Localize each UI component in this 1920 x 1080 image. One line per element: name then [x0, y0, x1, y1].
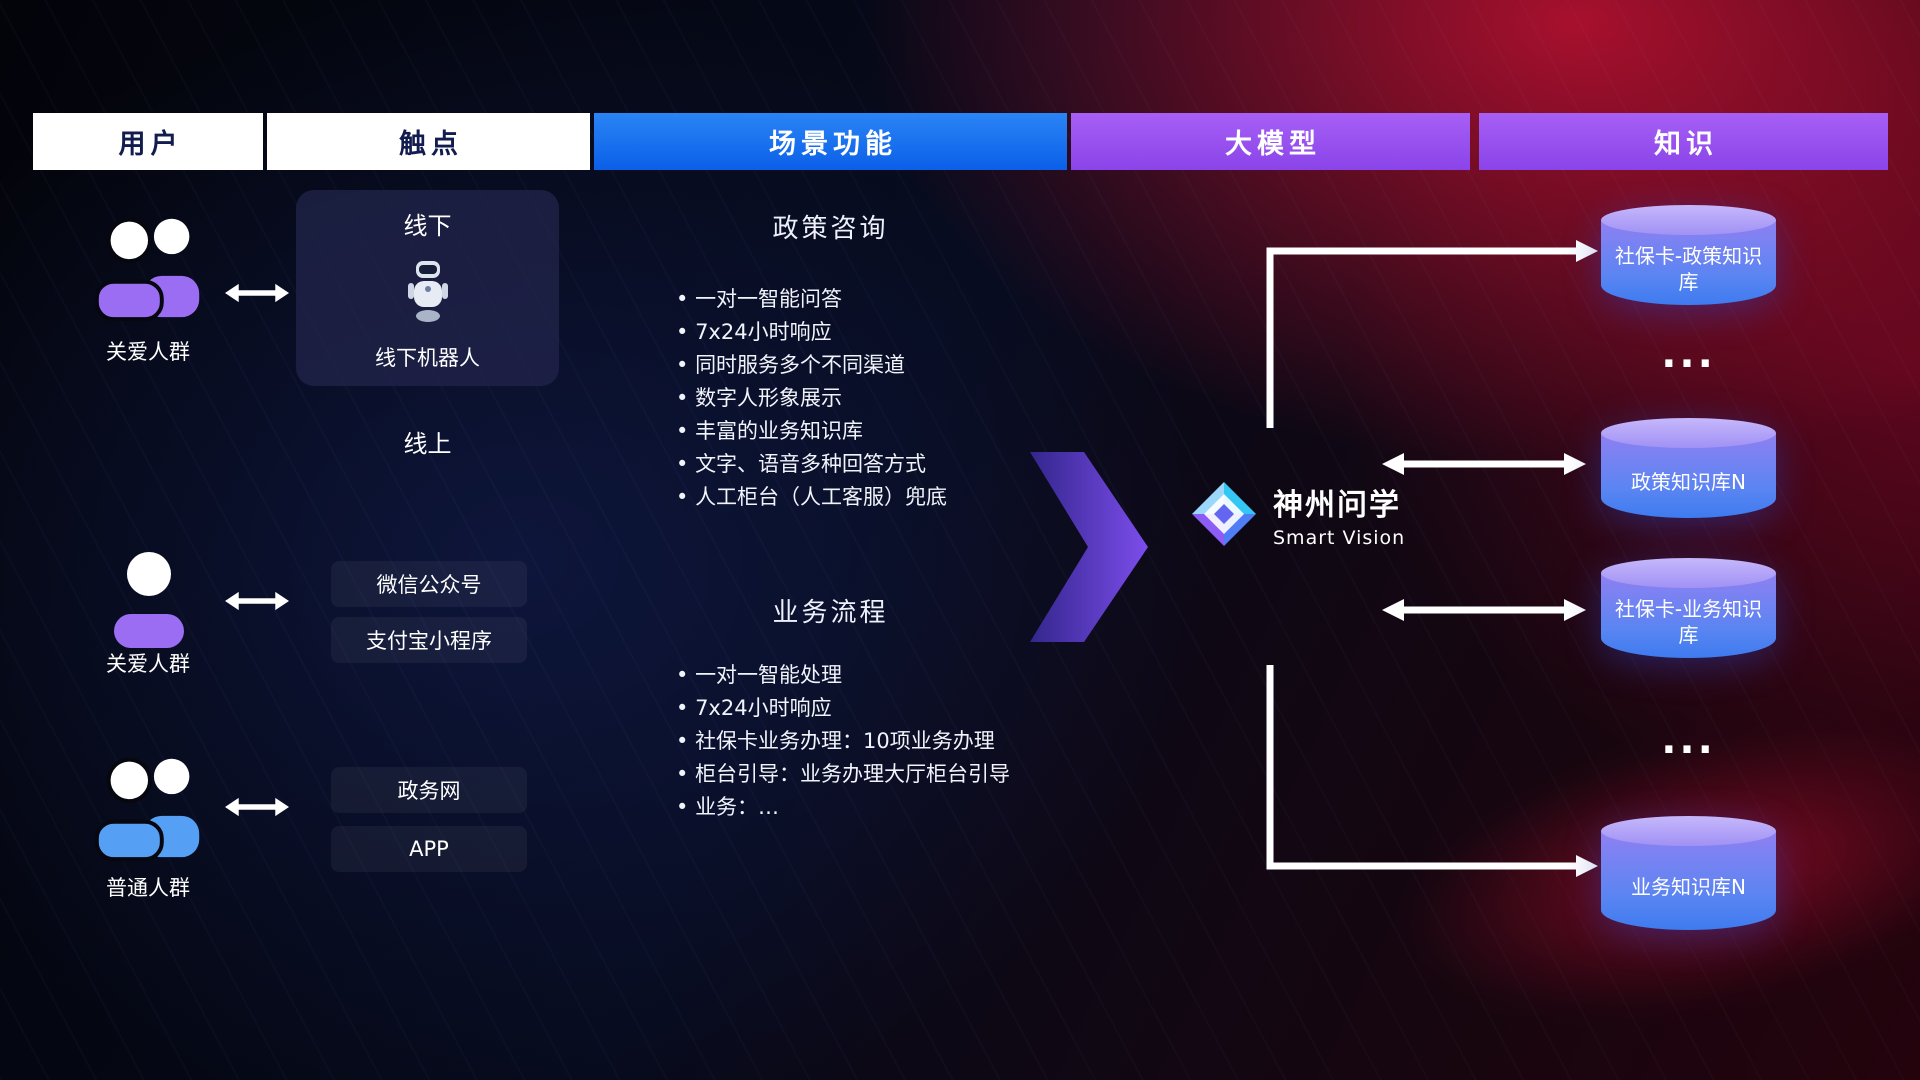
single-person-purple-icon [114, 552, 184, 648]
offline-title: 线下 [403, 212, 452, 240]
brand-text: 神州问学 Smart Vision [1273, 480, 1405, 549]
bullet-item: 同时服务多个不同渠道 [676, 354, 1106, 376]
knowledge-label: 政策知识库N [1631, 469, 1746, 494]
cylinder-body: 社保卡-政策知识库 [1601, 220, 1776, 305]
brand-subtitle: Smart Vision [1273, 526, 1406, 549]
cylinder-body: 社保卡-业务知识库 [1601, 573, 1776, 658]
header-label: 用户 [118, 129, 183, 160]
ellipsis-dots: ... [1661, 717, 1716, 763]
header-cell-large-model: 大模型 [1071, 113, 1470, 170]
bullet-item: 柜台引导：业务办理大厅柜台引导 [676, 763, 1106, 785]
bullet-item: 丰富的业务知识库 [676, 420, 1106, 442]
user-group-label: 关爱人群 [106, 340, 190, 364]
bullet-item: 7x24小时响应 [676, 321, 1106, 343]
group-people-purple-icon [94, 217, 200, 322]
flow-arrow-icon [1030, 452, 1148, 642]
header-label: 触点 [399, 129, 463, 160]
scenario-business-list: 一对一智能处理 7x24小时响应 社保卡业务办理：10项业务办理 柜台引导：业务… [676, 664, 1106, 829]
header-label: 大模型 [1225, 129, 1321, 160]
bullet-item: 文字、语音多种回答方式 [676, 453, 1106, 475]
header-label: 场景功能 [769, 129, 897, 160]
bullet-item: 业务：… [676, 796, 1106, 818]
brand-name: 神州问学 [1273, 487, 1401, 523]
header-cell-scenario-functions: 场景功能 [594, 113, 1067, 170]
group-people-blue-icon [94, 757, 200, 862]
online-item-gov-web: 政务网 [331, 767, 527, 813]
bidirectional-arrow-icon [225, 591, 289, 611]
brand-logo: 神州问学 Smart Vision [1188, 478, 1405, 550]
user-group-label: 关爱人群 [106, 652, 190, 676]
online-item-app: APP [331, 826, 527, 872]
bullet-item: 一对一智能处理 [676, 664, 1106, 686]
bullet-item: 人工柜台（人工客服）兜底 [676, 486, 1106, 508]
bidirectional-arrow-icon [225, 283, 289, 303]
knowledge-cylinder-policy-n: 政策知识库N [1601, 418, 1776, 518]
cylinder-top [1601, 418, 1776, 448]
user-group-label: 普通人群 [106, 876, 190, 900]
scenario-business-title: 业务流程 [772, 598, 889, 628]
header-cell-users: 用户 [33, 113, 263, 170]
cylinder-top [1601, 558, 1776, 588]
cylinder-body: 业务知识库N [1601, 831, 1776, 930]
online-item-wechat: 微信公众号 [331, 561, 527, 607]
bullet-item: 社保卡业务办理：10项业务办理 [676, 730, 1106, 752]
online-title: 线上 [403, 430, 452, 458]
knowledge-cylinder-business-ssc: 社保卡-业务知识库 [1601, 558, 1776, 658]
knowledge-label: 社保卡-业务知识库 [1614, 596, 1763, 647]
cylinder-top [1601, 205, 1776, 235]
offline-touchpoint-card: 线下 线下机器人 [296, 190, 559, 386]
bidirectional-arrow-icon [225, 797, 289, 817]
header-cell-knowledge: 知识 [1479, 113, 1888, 170]
cylinder-top [1601, 816, 1776, 846]
bullet-item: 一对一智能问答 [676, 288, 1106, 310]
bullet-item: 数字人形象展示 [676, 387, 1106, 409]
scenario-policy-list: 一对一智能问答 7x24小时响应 同时服务多个不同渠道 数字人形象展示 丰富的业… [676, 288, 1106, 519]
online-item-alipay: 支付宝小程序 [331, 617, 527, 663]
gem-icon [1192, 482, 1256, 546]
knowledge-label: 业务知识库N [1631, 874, 1746, 899]
knowledge-cylinder-policy-ssc: 社保卡-政策知识库 [1601, 205, 1776, 305]
offline-robot-label: 线下机器人 [375, 346, 480, 370]
robot-icon [407, 260, 448, 322]
scenario-policy-title: 政策咨询 [772, 214, 889, 244]
header-cell-touchpoints: 触点 [267, 113, 590, 170]
header-label: 知识 [1654, 129, 1718, 160]
bullet-item: 7x24小时响应 [676, 697, 1106, 719]
ellipsis-dots: ... [1661, 331, 1716, 377]
knowledge-label: 社保卡-政策知识库 [1614, 243, 1763, 294]
knowledge-cylinder-business-n: 业务知识库N [1601, 816, 1776, 930]
